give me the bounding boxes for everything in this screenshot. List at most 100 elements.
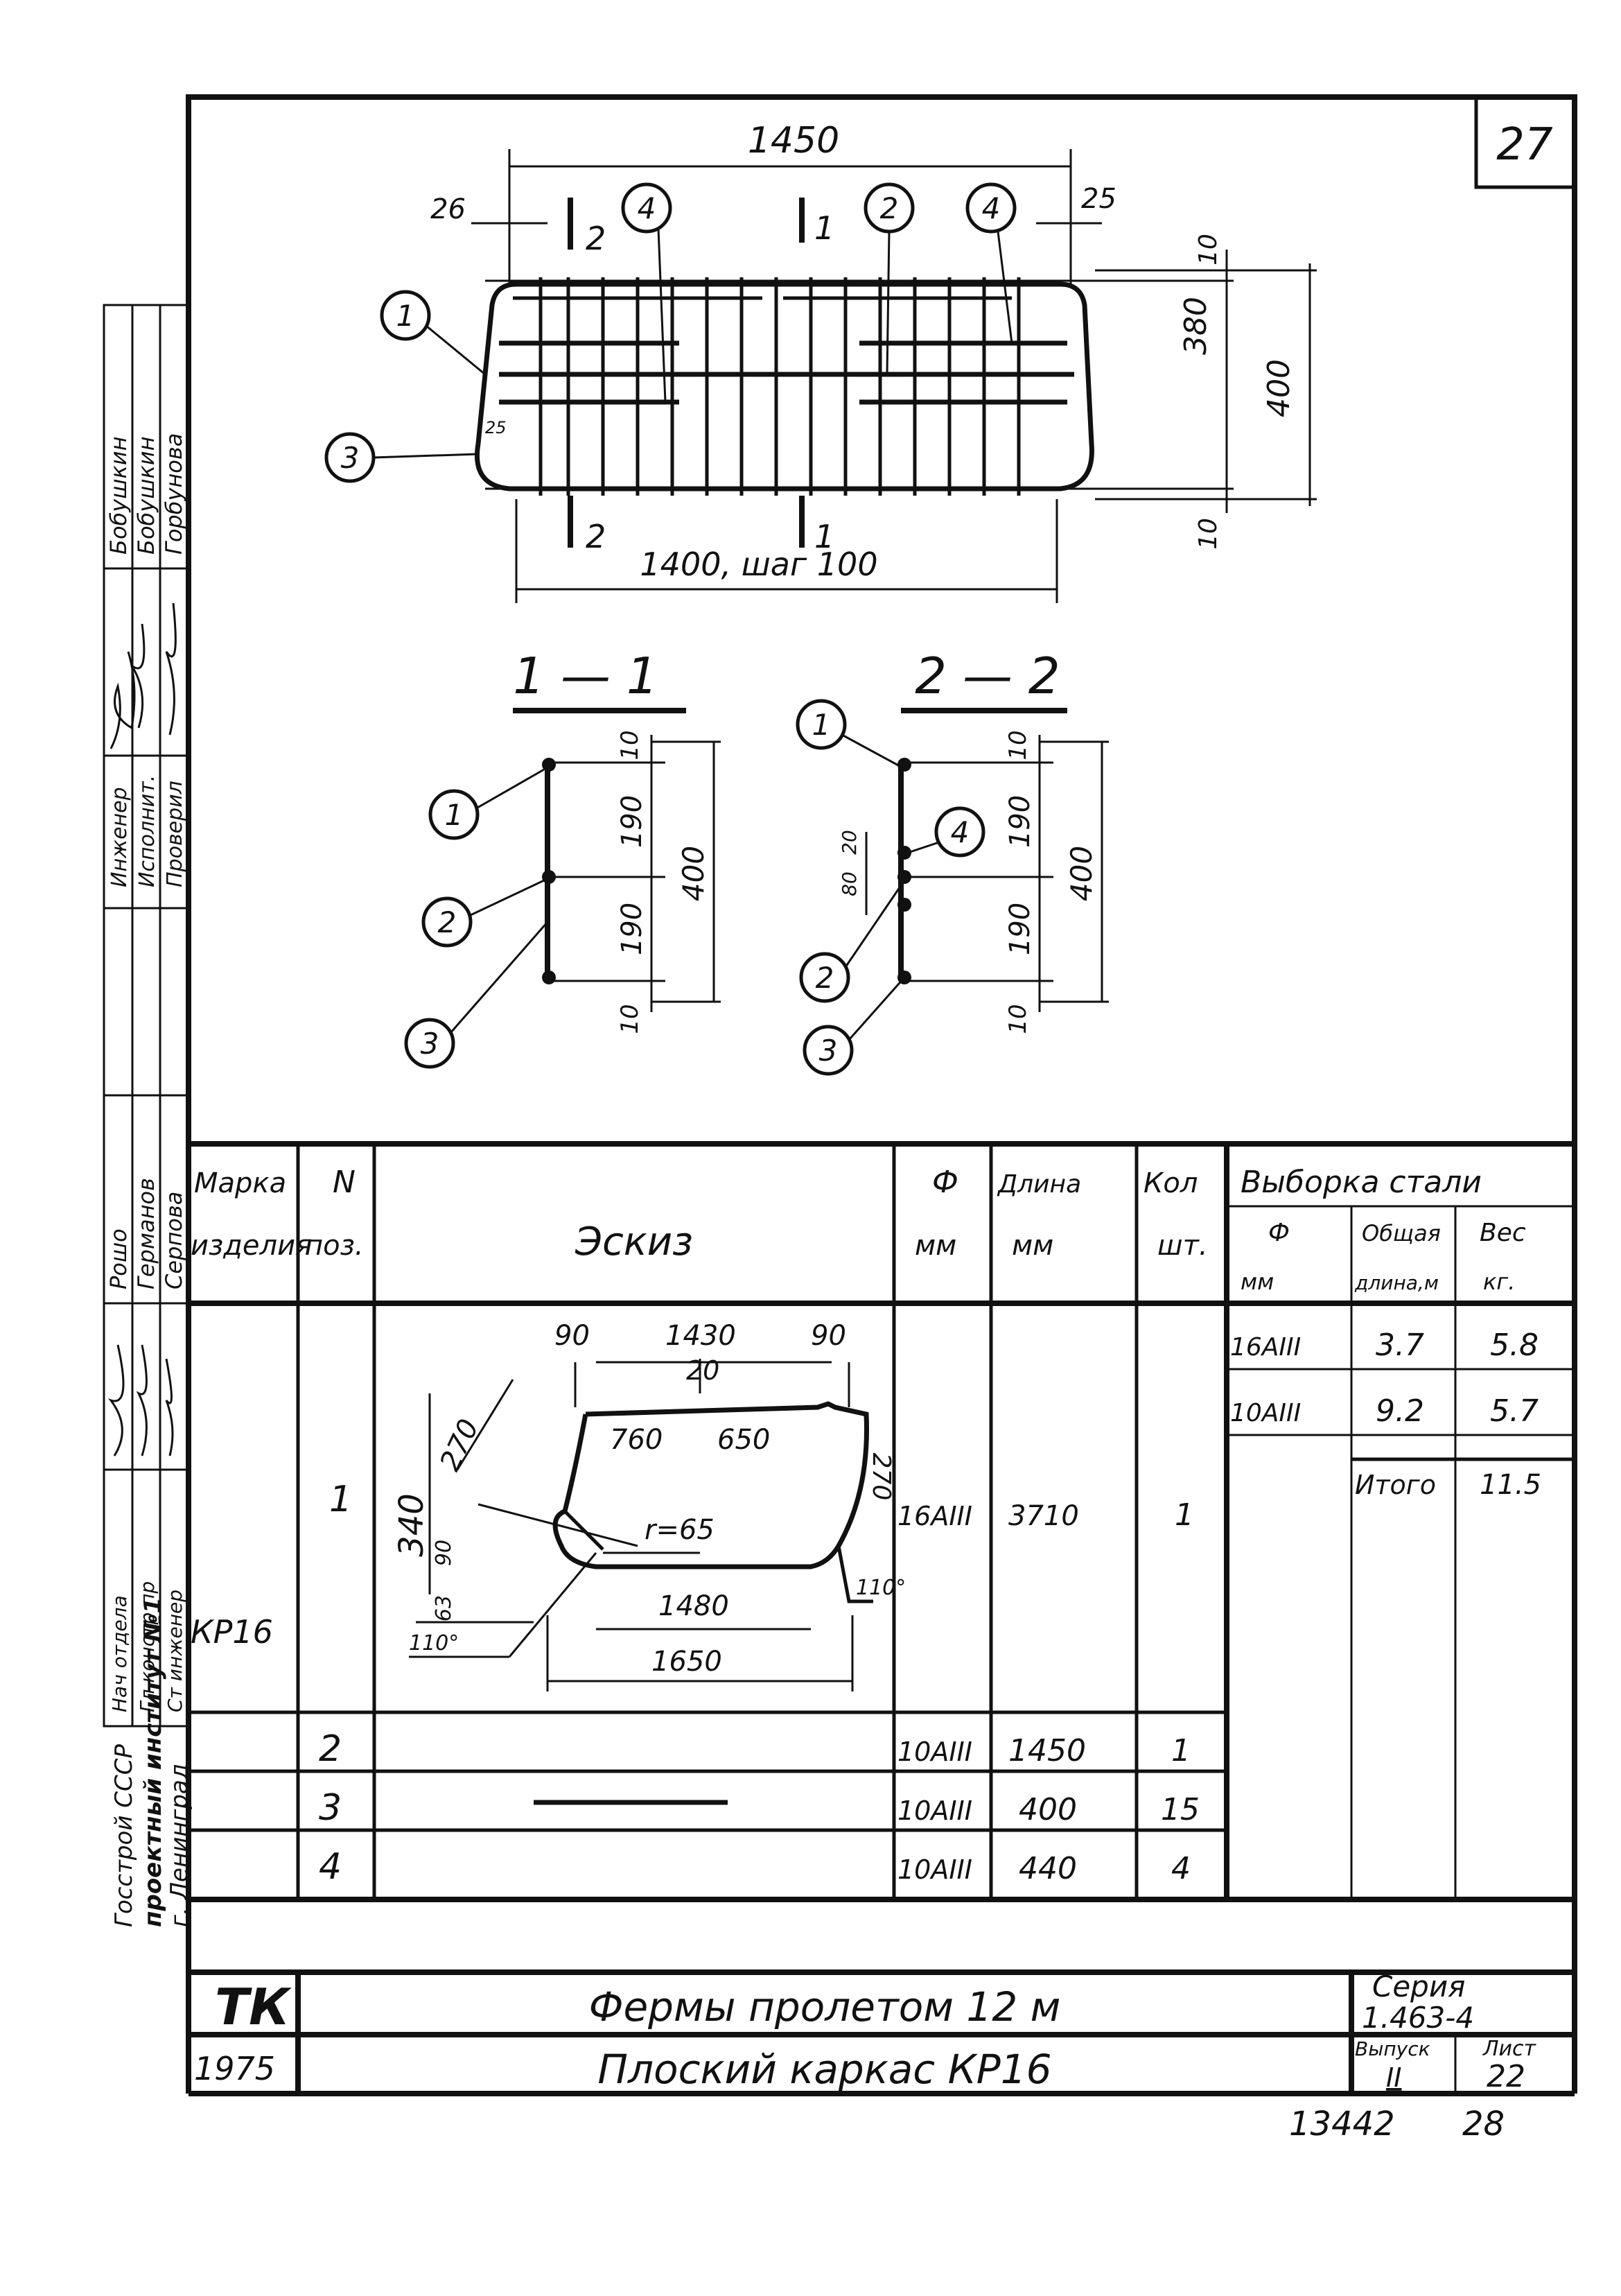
stamp-name-5: Германов — [133, 1178, 159, 1289]
sheet-number: 27 — [1496, 119, 1553, 171]
s1-dim-4: 10 — [616, 1004, 644, 1034]
callout-3-top: 3 — [341, 441, 360, 475]
hdr-steel-dia-1: Ф — [1268, 1219, 1290, 1247]
row4-qty: 4 — [1171, 1851, 1191, 1886]
sk-top-right: 90 — [811, 1320, 846, 1352]
side-stamp: Инженер Исполнит. Проверил Нач отдела Гл… — [103, 304, 193, 1927]
dim-height-outer: 400 — [1261, 359, 1297, 417]
steel-row1-weight: 5.8 — [1490, 1328, 1539, 1363]
sk-left-height: 340 — [392, 1493, 431, 1557]
section-1-1: 1 — 1 10 190 190 10 400 1 2 3 — [404, 647, 721, 1069]
title-block: ТК 1975 Фермы пролетом 12 м Плоский карк… — [186, 1899, 1577, 2096]
dim-overall-length: 1450 — [748, 120, 839, 162]
row3-length: 400 — [1019, 1792, 1077, 1827]
callout-4-right: 4 — [982, 191, 1001, 225]
s2-callout-3: 3 — [819, 1034, 838, 1068]
steel-row1-length: 3.7 — [1376, 1328, 1424, 1363]
sheet-number-box — [1474, 95, 1577, 189]
hdr-steel-wt-1: Вес — [1480, 1219, 1526, 1247]
s1-callout-3: 3 — [421, 1027, 439, 1061]
sk-small-left2: 63 — [432, 1595, 456, 1621]
stamp-org-2: проектный институт №1 — [139, 1597, 167, 1927]
s2-callout-1: 1 — [812, 708, 831, 742]
hdr-steel-len-2: длина,м — [1354, 1271, 1439, 1294]
signature-3 — [107, 1344, 174, 1456]
spec-table: Марка изделия N поз. Эскиз Ф мм Длина мм… — [189, 1141, 1575, 1902]
stamp-name-1: Бобушкин — [105, 436, 132, 555]
row2-dia: 10AIII — [897, 1737, 972, 1767]
dim-right-offset: 25 — [1081, 183, 1116, 215]
stamp-name-6: Серпова — [161, 1192, 187, 1289]
vertical-bars — [538, 277, 1021, 496]
sk-top-mid: 1430 — [665, 1320, 736, 1352]
hdr-qty-1: Кол — [1144, 1167, 1198, 1199]
stamp-name-3: Горбунова — [161, 433, 187, 555]
sk-bottom-inner: 1480 — [658, 1590, 729, 1622]
sk-right-vert: 270 — [867, 1453, 895, 1501]
series-label: Серия — [1372, 1969, 1465, 2003]
sheet-label: Лист — [1482, 2037, 1537, 2061]
sk-seg-left: 760 — [610, 1424, 663, 1456]
hdr-sketch: Эскиз — [575, 1219, 693, 1264]
section-1-title: 1 — 1 — [513, 647, 658, 705]
issue-label: Выпуск — [1355, 2037, 1430, 2060]
s1-dim-3: 190 — [616, 903, 648, 955]
sk-radius: r=65 — [645, 1514, 715, 1546]
hdr-pos-1: N — [333, 1165, 356, 1200]
stamp-role-5: Гл констр пр — [136, 1581, 159, 1712]
dim-bottom-pitch: 1400, шаг 100 — [640, 546, 877, 583]
callout-1-top: 1 — [396, 299, 415, 333]
title-line-1: Фермы пролетом 12 м — [589, 1983, 1061, 2030]
sk-angle-left: 110° — [409, 1631, 459, 1655]
series-value: 1.463-4 — [1362, 2001, 1474, 2035]
callout-4-right-circle — [965, 182, 1017, 234]
hdr-steel-dia-2: мм — [1241, 1269, 1274, 1295]
row1-dia: 16AIII — [897, 1501, 972, 1531]
dim-bottom-gap: 10 — [1194, 518, 1223, 550]
hdr-steel: Выборка стали — [1241, 1165, 1482, 1200]
stamp-role-1: Инженер — [107, 787, 132, 887]
row1-qty: 1 — [1175, 1497, 1194, 1533]
s2-small-dim-1: 80 — [838, 871, 861, 896]
section-2-title: 2 — 2 — [915, 647, 1060, 705]
row4-length: 440 — [1019, 1851, 1077, 1886]
section-mark-1-top: 1 — [814, 209, 834, 247]
row2-length: 1450 — [1008, 1733, 1086, 1768]
stamp-name-2: Бобушкин — [133, 436, 159, 555]
callout-4-left: 4 — [638, 191, 656, 225]
s2-dim-4: 10 — [1004, 1004, 1032, 1034]
hdr-steel-wt-2: кг. — [1483, 1269, 1515, 1295]
title-year: 1975 — [194, 2050, 275, 2087]
footer-number-left: 13442 — [1289, 2105, 1395, 2143]
stamp-role-4: Нач отдела — [108, 1595, 131, 1712]
steel-total-weight: 11.5 — [1480, 1469, 1541, 1501]
s2-dim-5: 400 — [1064, 846, 1098, 901]
hdr-steel-len-1: Общая — [1362, 1220, 1441, 1246]
sk-small-left: 90 — [432, 1540, 456, 1566]
row1-length: 3710 — [1008, 1500, 1079, 1532]
signature-2 — [165, 602, 177, 736]
title-line-2: Плоский каркас КР16 — [597, 2046, 1051, 2093]
mark-value: КР16 — [191, 1613, 273, 1651]
sk-seg-right: 650 — [717, 1424, 770, 1456]
footer-number-right: 28 — [1462, 2105, 1505, 2143]
section-mark-2-top: 2 — [586, 220, 606, 257]
hdr-pos-2: поз. — [305, 1230, 364, 1262]
hdr-qty-2: шт. — [1157, 1230, 1208, 1262]
stamp-role-2: Исполнит. — [135, 775, 159, 887]
callout-2-top: 2 — [880, 191, 899, 225]
stamp-role-3: Проверил — [163, 781, 187, 887]
stamp-role-6: Ст инженер — [164, 1590, 186, 1712]
steel-row2-dia: 10AIII — [1230, 1399, 1301, 1427]
title-code: ТК — [215, 1978, 292, 2036]
s1-dim-1: 10 — [616, 730, 644, 760]
s2-dim-2: 190 — [1004, 795, 1036, 848]
s2-callout-2: 2 — [816, 961, 834, 995]
row4-dia: 10AIII — [897, 1854, 972, 1885]
dim-left-offset: 26 — [430, 193, 466, 225]
dim-height-inner: 380 — [1178, 297, 1213, 355]
s2-callout-4: 4 — [951, 815, 970, 849]
row2-qty: 1 — [1171, 1733, 1191, 1768]
hdr-dia-1: Ф — [932, 1165, 958, 1200]
